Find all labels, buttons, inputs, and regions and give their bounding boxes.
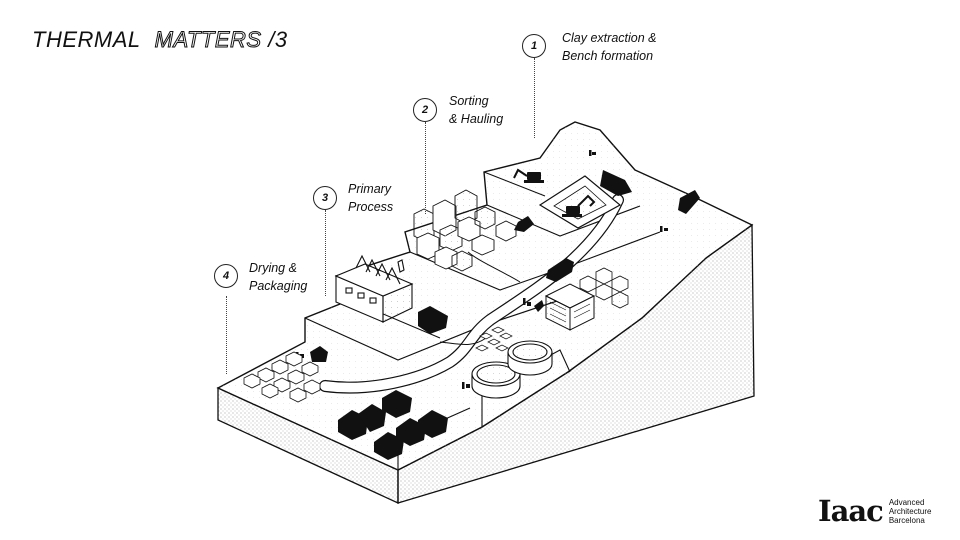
terrace-edge-1 [304,299,561,361]
iaac-logo-mark: Iaac [818,494,884,528]
excavator-in-pit [562,194,596,217]
terrace-edge-3 [409,231,661,291]
primary-process-factory [334,254,414,323]
warehouse-building [544,283,596,331]
step-3-line-1: Primary [348,182,392,196]
step-3-line-2: Process [348,200,394,214]
excavator-bench [513,168,544,183]
loading-truck-fleet [338,390,448,460]
step-4-label: Drying & Packaging [249,259,307,295]
pallet-cluster-right [579,267,629,309]
dump-truck-right [678,190,700,214]
worker-bench [660,226,668,232]
dump-truck-road [546,258,574,282]
iaac-logo-line-1: Advanced [888,497,925,507]
drying-pallet-grid [243,351,321,403]
step-1-line-2: Bench formation [562,49,654,63]
step-3-badge: 3 [313,186,337,210]
sorting-loader [514,216,534,232]
step-3-label: Primary Process [348,180,393,216]
step-2-line-2: & Hauling [449,112,504,126]
dump-truck-packaging [310,346,328,362]
haul-road-surface [320,195,623,393]
haul-road-branch [439,251,521,345]
brick-grid [475,326,513,352]
step-2-label: Sorting & Hauling [449,92,503,128]
step-1-stem [534,58,535,138]
iaac-logo-line-2: Architecture [888,506,932,516]
title-slide-number: /3 [268,27,288,52]
iaac-logo: Iaac Advanced Architecture Barcelona [818,496,932,526]
step-4-stem [226,296,227,374]
step-2-stem [425,122,426,214]
circular-kiln-2 [507,340,553,376]
step-3-stem [325,210,326,296]
step-4-line-2: Packaging [249,279,308,293]
step-1-label: Clay extraction & Bench formation [562,29,656,65]
dump-truck-upper [600,170,632,196]
step-1-line-1: Clay extraction & [562,31,657,45]
terrace-edge-5 [483,171,546,197]
step-4-badge: 4 [214,264,238,288]
title-word-thermal: THERMAL [32,27,141,52]
sorting-pallet-stacks [413,189,517,272]
step-4-line-1: Drying & [249,261,297,275]
step-1-badge: 1 [522,34,546,58]
circular-kiln-1 [471,361,521,399]
slide-title: THERMAL MATTERS /3 [32,27,288,53]
step-2-badge: 2 [413,98,437,122]
worker-sorting [589,150,596,156]
title-word-matters: MATTERS [154,27,262,53]
dump-truck-plant [418,306,448,334]
worker-kiln [462,382,470,389]
iaac-logo-text: Advanced Architecture Barcelona [889,498,932,525]
step-2-line-1: Sorting [449,94,489,108]
workers-near-warehouse [523,298,544,312]
iaac-logo-line-3: Barcelona [888,515,925,525]
